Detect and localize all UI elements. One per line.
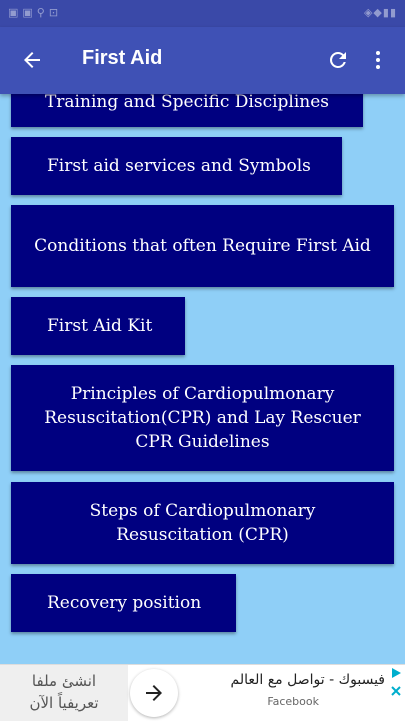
topic-item-recovery-position[interactable]: Recovery position xyxy=(11,574,236,632)
topic-item-cpr-steps[interactable]: Steps of Cardiopulmonary Resuscitation (… xyxy=(11,482,394,564)
topic-item-label: First Aid Kit xyxy=(47,316,153,336)
status-icons-right: ◈◆▮▮ xyxy=(363,6,397,19)
arrow-right-icon xyxy=(146,685,162,701)
topic-item-first-aid-kit[interactable]: First Aid Kit xyxy=(11,297,185,355)
ad-title: فيسبوك - تواصل مع العالم xyxy=(230,672,385,688)
topic-item-label: First aid services and Symbols xyxy=(47,156,311,176)
ad-cta-line2: تعريفياً الآن xyxy=(29,694,99,712)
refresh-icon[interactable] xyxy=(326,48,350,72)
topic-item-label: Principles of Cardiopulmonary Resuscitat… xyxy=(44,384,361,452)
status-bar: ▣▣⚲⊡ ◈◆▮▮ xyxy=(0,0,405,27)
topic-item-services-symbols[interactable]: First aid services and Symbols xyxy=(11,137,342,195)
app-bar: First Aid xyxy=(0,27,405,94)
page-title: First Aid xyxy=(82,47,163,69)
topic-item-label: Conditions that often Require First Aid xyxy=(34,236,371,256)
ad-cta-line1: انشئ ملفا xyxy=(31,672,97,690)
ad-close-icon[interactable] xyxy=(390,685,402,697)
topic-item-conditions[interactable]: Conditions that often Require First Aid xyxy=(11,205,394,287)
ad-banner[interactable]: انشئ ملفا تعريفياً الآن فيسبوك - تواصل م… xyxy=(0,664,405,721)
topic-item-cpr-principles[interactable]: Principles of Cardiopulmonary Resuscitat… xyxy=(11,365,394,471)
ad-info-icon[interactable] xyxy=(390,667,402,679)
status-icons-left: ▣▣⚲⊡ xyxy=(8,6,63,19)
more-vert-icon[interactable] xyxy=(366,48,390,72)
topic-item-label: Recovery position xyxy=(47,593,202,613)
topic-item-label: Steps of Cardiopulmonary Resuscitation (… xyxy=(89,501,316,545)
topic-item-label: Training and Specific Disciplines xyxy=(44,94,330,112)
topic-item-training[interactable]: Training and Specific Disciplines xyxy=(11,94,363,127)
ad-subtitle: Facebook xyxy=(267,695,319,708)
ad-arrow-button[interactable] xyxy=(130,669,178,717)
ad-cta[interactable]: انشئ ملفا تعريفياً الآن xyxy=(0,665,128,721)
topic-list[interactable]: Training and Specific Disciplines First … xyxy=(0,94,405,664)
back-arrow-icon[interactable] xyxy=(20,48,44,72)
